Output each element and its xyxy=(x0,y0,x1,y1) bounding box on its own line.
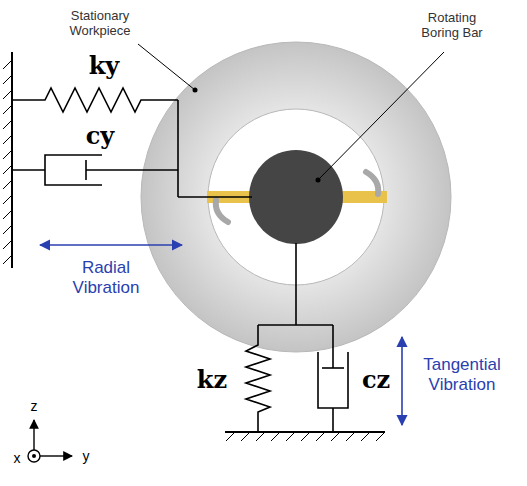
axis-label: z xyxy=(24,398,44,414)
damping-symbol: cy xyxy=(70,122,130,150)
damping-symbol: cz xyxy=(354,366,398,394)
stiffness-symbol: kz xyxy=(182,366,242,394)
vibration-label: Radial Vibration xyxy=(51,258,161,297)
axis-label: y xyxy=(76,448,96,464)
part-label: Rotating Boring Bar xyxy=(412,11,492,41)
vibration-label: Tangential Vibration xyxy=(412,355,512,394)
axis-label: x xyxy=(7,450,27,466)
part-label: Stationary Workpiece xyxy=(55,9,145,39)
stiffness-symbol: ky xyxy=(74,52,134,80)
